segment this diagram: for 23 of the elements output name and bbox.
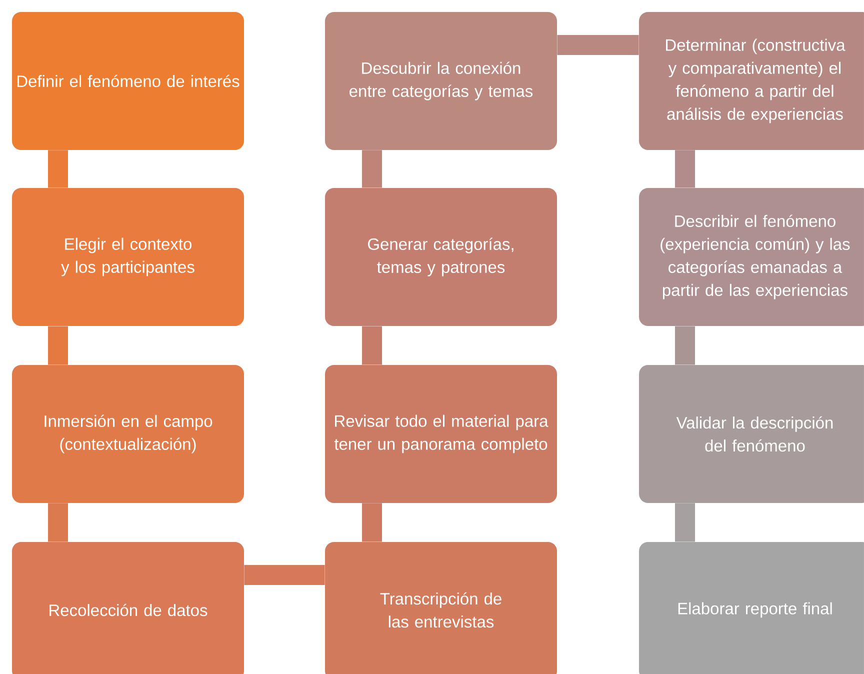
connector-bar — [48, 326, 68, 365]
connector-bar — [675, 150, 695, 188]
connector-bar — [48, 503, 68, 542]
connector-bar — [362, 150, 382, 188]
process-box: Transcripción de las entrevistas — [325, 542, 557, 674]
process-box: Recolección de datos — [12, 542, 244, 674]
process-box: Descubrir la conexión entre categorías y temas — [325, 12, 557, 150]
connector-bar — [675, 503, 695, 542]
process-box: Validar la descripción del fenómeno — [639, 364, 864, 503]
process-box: Determinar (constructiva y comparativamente) el fenómeno a partir del análisis de experiencias — [639, 12, 864, 150]
process-box: Generar categorías, temas y patrones — [325, 188, 557, 326]
process-box: Inmersión en el campo (contextualización) — [12, 364, 244, 503]
connector-bar — [362, 326, 382, 365]
process-box: Elegir el contexto y los participantes — [12, 188, 244, 326]
connector-bar — [48, 150, 68, 188]
process-box: Describir el fenómeno (experiencia común) y las categorías emanadas a partir de las experiencias — [639, 188, 864, 326]
connector-bar — [675, 326, 695, 365]
process-box: Definir el fenómeno de interés — [12, 12, 244, 150]
connector-bar — [362, 503, 382, 542]
connector-bar — [244, 564, 325, 585]
connector-bar — [557, 34, 639, 55]
process-box: Elaborar reporte final — [639, 542, 864, 674]
process-box: Revisar todo el material para tener un panorama completo — [325, 364, 557, 503]
